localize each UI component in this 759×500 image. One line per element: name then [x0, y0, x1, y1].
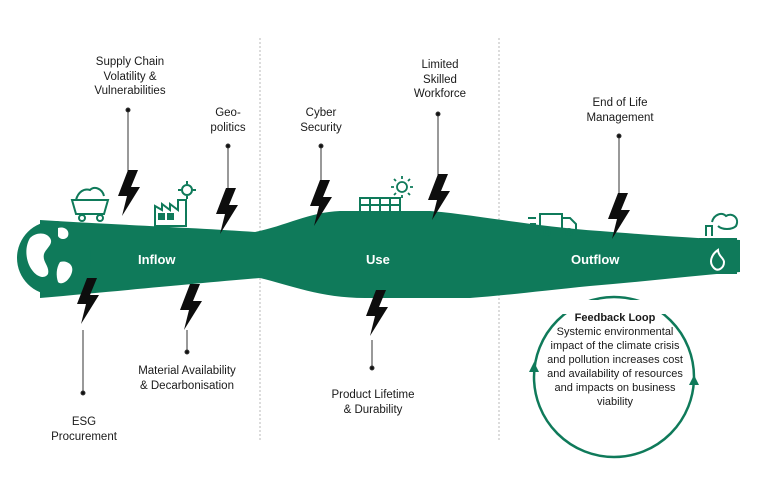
risk-label-geopolitics: Geo- politics: [210, 107, 246, 134]
sun-icon: [391, 176, 413, 198]
factory-icon: [154, 181, 196, 227]
lightning-bolt-icon: [428, 174, 450, 220]
risk-label-end-of-life: End of Life Management: [586, 97, 654, 124]
lightning-bolt-icon: [608, 193, 630, 239]
risk-label-cyber-security: Cyber Security: [300, 107, 342, 134]
risk-label-product-lifetime: Product Lifetime & Durability: [331, 389, 415, 416]
lightning-bolt-icon: [180, 284, 202, 330]
lightning-bolt-icon: [310, 180, 332, 226]
feedback-loop-text: Systemic environmental impact of the cli…: [547, 326, 683, 408]
risk-label-supply-chain: Supply Chain Volatility & Vulnerabilitie…: [94, 56, 166, 97]
incinerator-icon: [699, 213, 738, 274]
solar-panel-icon: [359, 197, 401, 214]
risk-connectors: [80, 107, 622, 396]
feedback-loop: Feedback Loop Systemic environmental imp…: [540, 311, 690, 409]
delivery-truck-icon: [528, 213, 577, 236]
stage-label-outflow: Outflow: [571, 252, 620, 267]
lightning-bolt-icon: [216, 188, 238, 234]
stage-label-inflow: Inflow: [138, 252, 176, 267]
feedback-loop-title: Feedback Loop: [574, 312, 656, 324]
lightning-bolts: [77, 170, 630, 336]
risk-label-material-availability: Material Availability & Decarbonisation: [138, 365, 236, 392]
lightning-bolt-icon: [366, 290, 388, 336]
lightning-bolt-icon: [118, 170, 140, 216]
risk-label-esg-procurement: ESG Procurement: [51, 416, 117, 443]
cycle-arrowheads: [529, 362, 699, 385]
risk-label-limited-workforce: Limited Skilled Workforce: [413, 59, 467, 100]
stage-label-use: Use: [366, 252, 390, 267]
globe-icon: [17, 221, 91, 295]
lightning-bolt-icon: [77, 278, 99, 324]
mine-cart-icon: [70, 187, 110, 222]
flow-band: [40, 211, 740, 298]
